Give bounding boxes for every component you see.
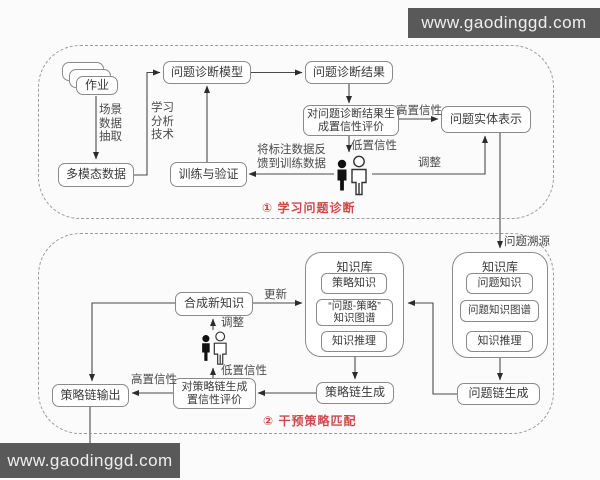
ps-graph-line1: “问题-策略” [328,299,381,312]
node-strategy-chain-output: 策略链输出 [52,384,129,407]
node-homework: 作业 [76,76,118,95]
node-diagnosis-confidence-eval: 对问题诊断结果生 成置信性评价 [303,105,399,136]
node-strategy-confidence-eval: 对策略链生成 置信性评价 [173,378,256,409]
label-low-confidence-1: 低置信性 [351,140,397,152]
section-strategy-matching [38,233,554,434]
la-line2: 分析 [151,115,174,128]
label-high-confidence-2: 高置信性 [131,374,177,386]
node-diagnosis-model: 问题诊断模型 [163,61,251,84]
node-strategy-chain-generation: 策略链生成 [316,382,394,404]
human-reviewers-icon [337,155,367,196]
label-adjust-2: 调整 [221,317,244,329]
la-line1: 学习 [151,102,174,114]
problem-kb-title: 知识库 [481,260,518,274]
node-strategy-knowledge: 策略知识 [321,273,387,294]
confidence-eval-line1: 对问题诊断结果生 [307,107,395,120]
scene-line1: 场景 [99,104,122,116]
label-low-confidence-2: 低置信性 [221,365,267,377]
node-problem-strategy-graph: “问题-策略” 知识图谱 [316,299,393,326]
label-problem-tracing: 问题溯源 [504,236,550,248]
node-training-validation: 训练与验证 [170,162,247,187]
node-knowledge-reasoning-left: 知识推理 [321,331,387,352]
node-problem-knowledge: 问题知识 [466,273,533,294]
watermark-top-right: www.gaodinggd.com [408,8,600,38]
feedback-line1: 将标注数据反 [257,144,326,156]
human-reviewers-icon-2 [202,331,227,365]
scene-line3: 抽取 [99,131,122,144]
node-synthesize-knowledge: 合成新知识 [175,292,253,316]
caption-learning-diagnosis: ① 学习问题诊断 [262,201,356,215]
strategy-kb-title: 知识库 [336,260,373,274]
label-update: 更新 [264,289,287,301]
feedback-line2: 馈到训练数据 [257,157,326,170]
label-scene-data-extraction: 场景 数据 抽取 [99,104,122,145]
label-adjust-1: 调整 [418,157,441,169]
node-problem-knowledge-graph: 问题知识图谱 [460,300,539,322]
watermark-bottom-left: www.gaodinggd.com [0,443,180,478]
node-entity-representation: 问题实体表示 [441,106,531,133]
node-multimodal-data: 多模态数据 [58,163,134,187]
la-line3: 技术 [151,129,174,142]
node-problem-chain-generation: 问题链生成 [457,383,540,405]
label-learning-analytics: 学习 分析 技术 [151,102,174,143]
strategy-conf-line2: 置信性评价 [187,393,242,406]
scene-line2: 数据 [99,117,122,130]
caption-strategy-matching: ② 干预策略匹配 [263,414,357,428]
confidence-eval-line2: 成置信性评价 [318,120,384,133]
strategy-conf-line1: 对策略链生成 [181,380,248,393]
label-high-confidence-1: 高置信性 [396,105,442,117]
label-feedback-training-data: 将标注数据反 馈到训练数据 [257,144,326,171]
node-knowledge-reasoning-right: 知识推理 [466,331,533,352]
section-learning-diagnosis [38,45,554,219]
node-diagnosis-result: 问题诊断结果 [305,61,393,84]
ps-graph-line2: 知识图谱 [333,311,376,324]
